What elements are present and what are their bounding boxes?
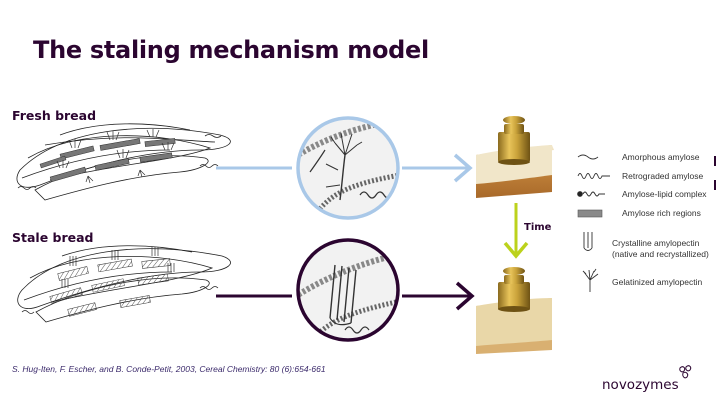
- stale-starch-network: [17, 245, 231, 323]
- time-label: Time: [524, 222, 552, 233]
- novozymes-logo-mark-icon: [679, 365, 692, 379]
- legend-amylose-lipid-complex: Amylose-lipid complex: [622, 189, 707, 199]
- wavy-line-icon: [577, 154, 599, 160]
- fresh-arrow: [216, 153, 473, 183]
- legend-amylose-rich-regions: Amylose rich regions: [622, 208, 701, 218]
- citation: S. Hug-Iten, F. Escher, and B. Conde-Pet…: [12, 364, 326, 374]
- novozymes-logo: novozymes: [602, 377, 679, 393]
- legend-gelatinized-amylopectin: Gelatinized amylopectin: [612, 277, 703, 287]
- fresh-bread-weight: [476, 116, 554, 198]
- parallel-lines-icon: [583, 232, 593, 251]
- fresh-magnifier: [296, 116, 400, 220]
- lipid-complex-icon: [577, 191, 605, 197]
- stale-arrow: [216, 281, 475, 311]
- legend-crystalline-amylopectin-note: (native and recrystallized): [612, 249, 709, 259]
- grey-rect-icon: [577, 209, 603, 218]
- legend-symbols: [577, 154, 610, 292]
- stale-bread-label: Stale bread: [12, 230, 94, 245]
- time-arrow: [503, 203, 529, 259]
- stale-bread-weight: [476, 267, 552, 354]
- fresh-starch-network: [16, 123, 231, 201]
- coil-icon: [577, 173, 610, 179]
- page-title: The staling mechanism model: [33, 36, 429, 64]
- legend-crystalline-amylopectin: Crystalline amylopectin: [612, 238, 700, 248]
- stale-magnifier: [296, 238, 400, 342]
- legend-amorphous-amylose: Amorphous amylose: [622, 152, 700, 162]
- legend-retrograded-amylose: Retrograded amylose: [622, 171, 704, 181]
- branched-icon: [582, 268, 599, 292]
- fresh-bread-label: Fresh bread: [12, 108, 97, 123]
